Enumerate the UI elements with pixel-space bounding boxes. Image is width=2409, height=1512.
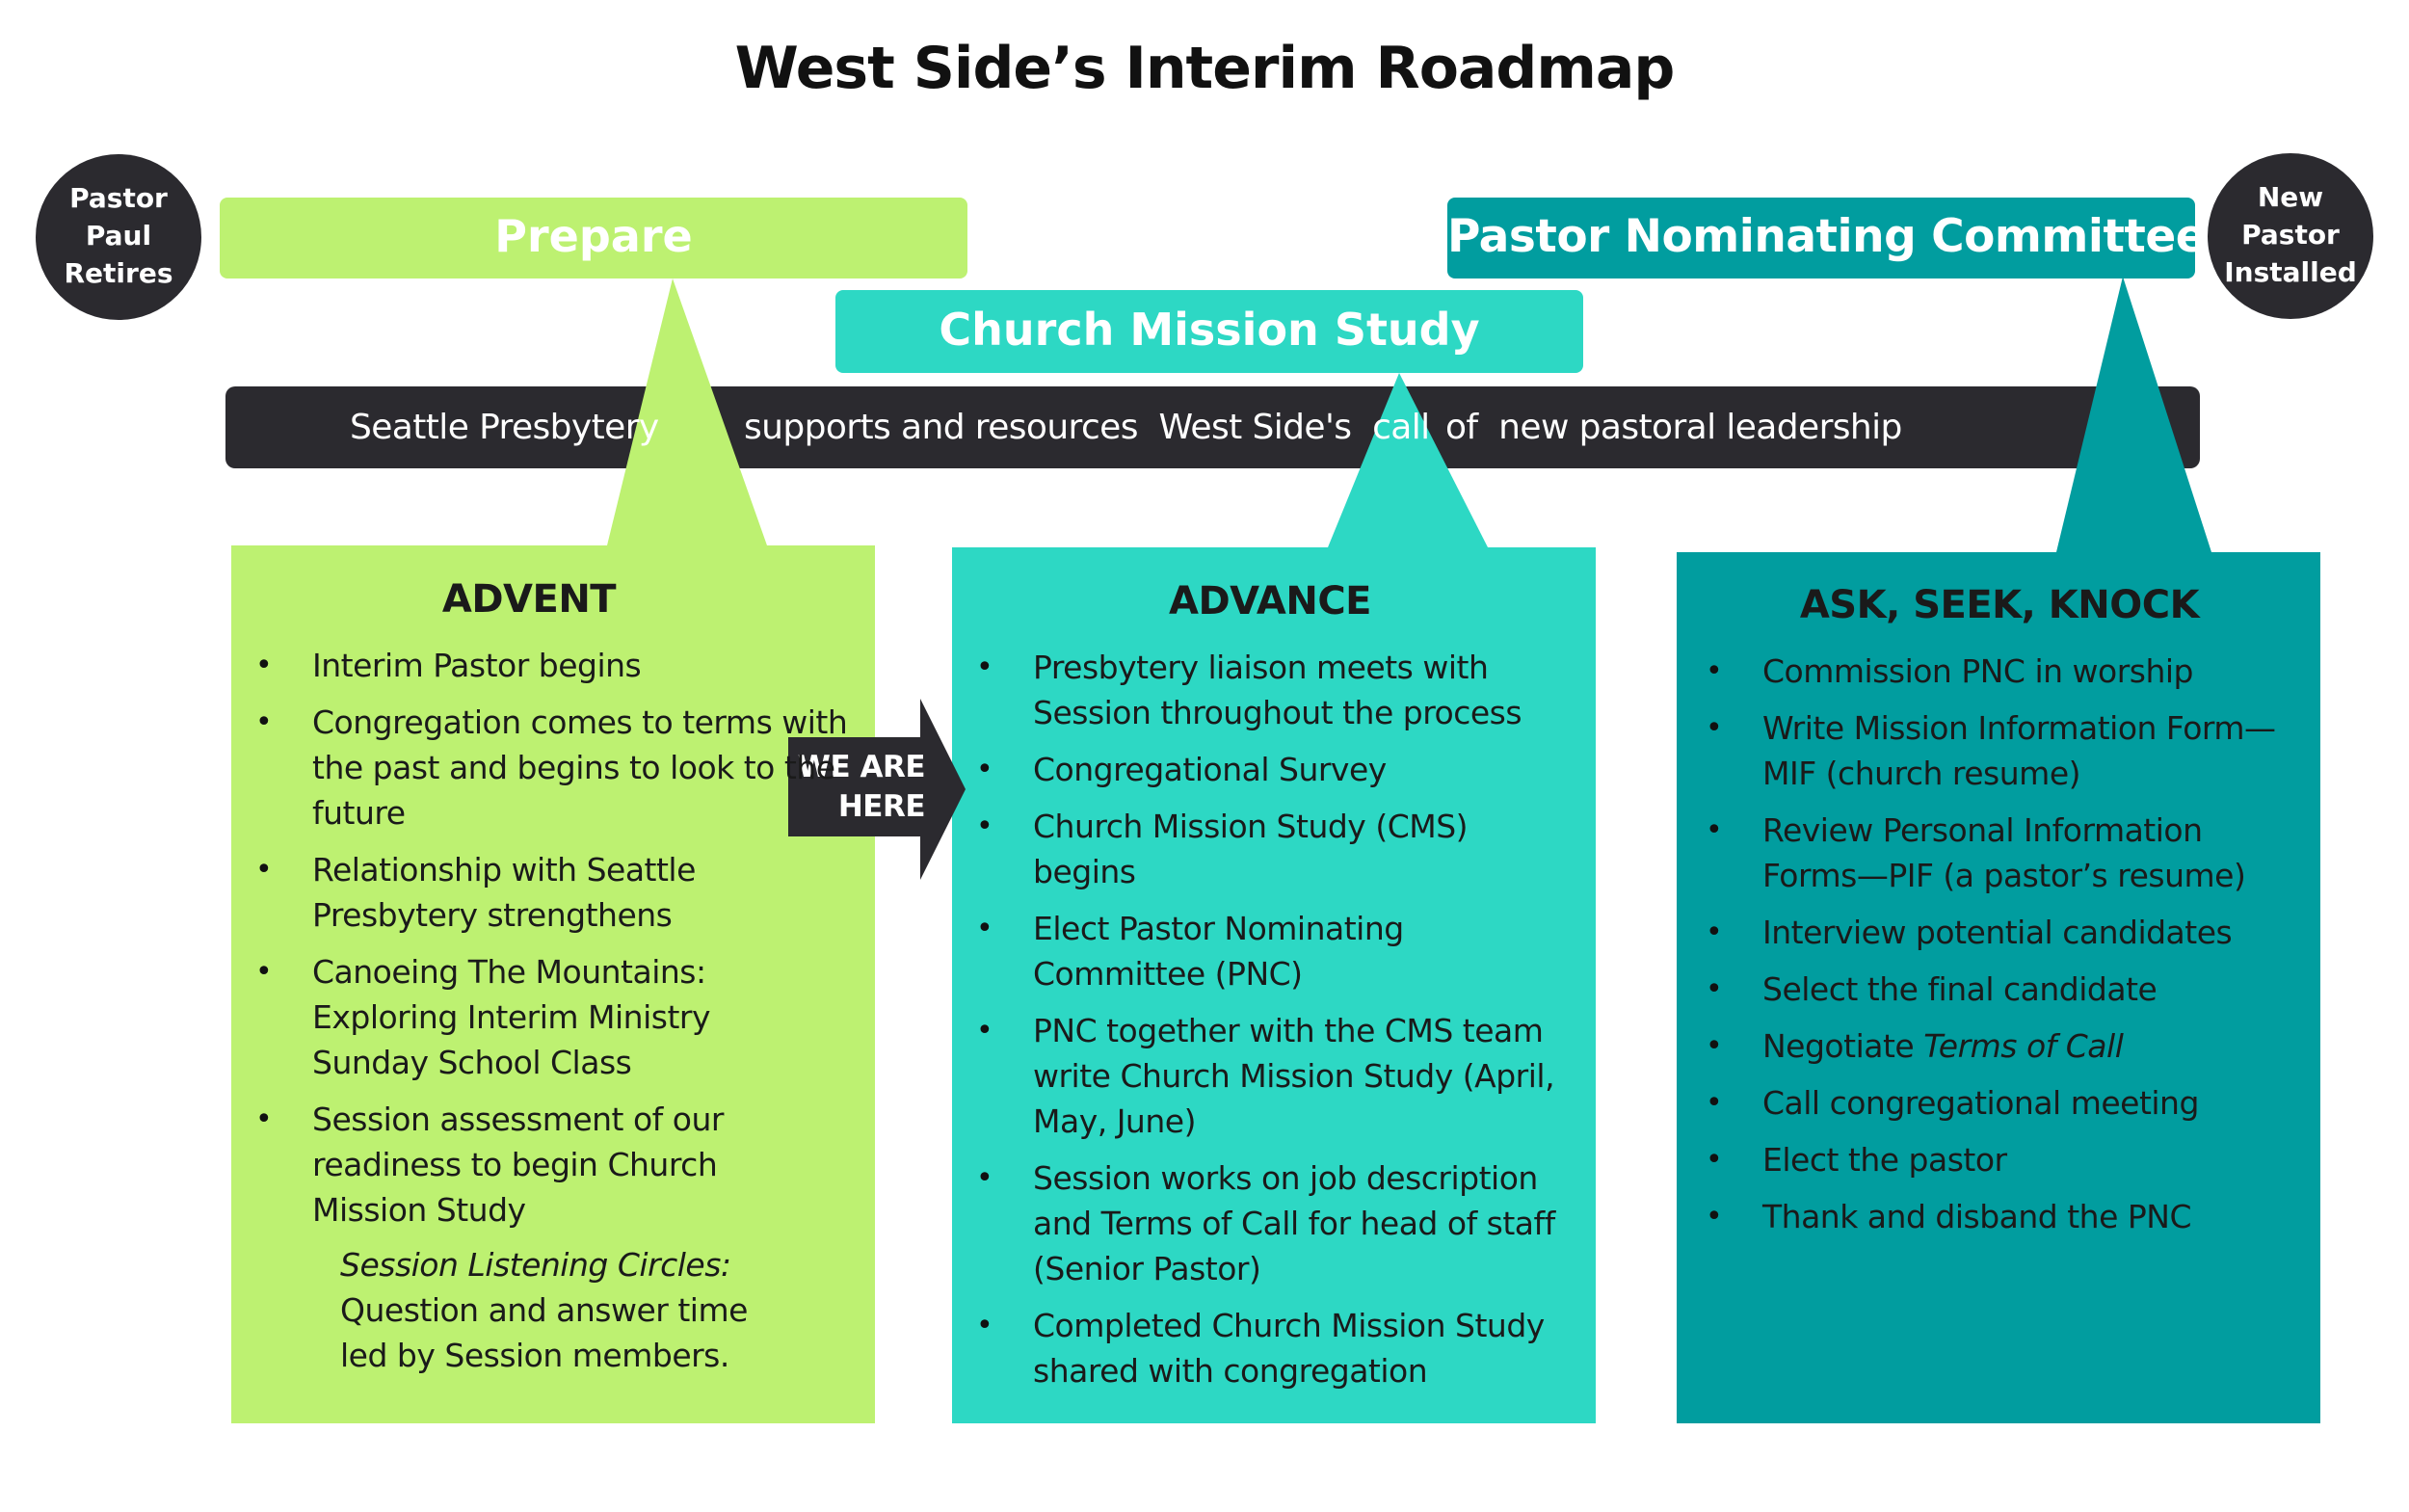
advance-list: Presbytery liaison meets with Session th… — [976, 645, 1574, 1393]
list-item: Interview potential candidates — [1706, 910, 2293, 955]
milestone-end-circle — [2208, 153, 2373, 319]
band-text-2: supports and resources West Side's call — [744, 408, 1430, 447]
cms-label: Church Mission Study — [939, 304, 1480, 356]
advent-list: Interim Pastor begins Congregation comes… — [255, 643, 848, 1233]
pnc-label: Pastor Nominating Committee — [1447, 210, 2207, 263]
list-item: Completed Church Mission Study shared wi… — [976, 1303, 1574, 1393]
milestone-start-label: Pastor Paul Retires — [64, 182, 173, 289]
list-item: Presbytery liaison meets with Session th… — [976, 645, 1574, 735]
list-item: Review Personal Information Forms—PIF (a… — [1706, 808, 2293, 898]
advance-heading: ADVANCE — [1168, 579, 1372, 623]
prepare-bar — [220, 198, 967, 279]
list-item: Commission PNC in worship — [1706, 649, 2293, 694]
list-item: Write Mission Information Form—MIF (chur… — [1706, 705, 2293, 796]
list-item: Session assessment of our readiness to b… — [255, 1097, 795, 1233]
pnc-bar — [1447, 198, 2195, 279]
list-item: Congregational Survey — [976, 747, 1574, 792]
list-item: Church Mission Study (CMS) begins — [976, 804, 1574, 894]
list-item: Elect Pastor Nominating Committee (PNC) — [976, 906, 1574, 996]
milestone-start-circle — [36, 154, 201, 320]
list-item: Relationship with Seattle Presbytery str… — [255, 847, 795, 938]
prepare-pointer — [607, 279, 767, 545]
ask-column: ASK, SEEK, KNOCK Commission PNC in worsh… — [1706, 583, 2293, 1251]
advance-column: ADVANCE Presbytery liaison meets with Se… — [976, 579, 1574, 1405]
band-text-3: of new pastoral leadership — [1445, 408, 1902, 447]
list-item: Canoeing The Mountains: Exploring Interi… — [255, 949, 795, 1085]
list-item: Negotiate Terms of Call — [1706, 1023, 2293, 1069]
cms-pointer — [1328, 373, 1488, 547]
list-item: Thank and disband the PNC — [1706, 1194, 2293, 1239]
pnc-pointer — [2056, 277, 2211, 552]
list-item: Session works on job description and Ter… — [976, 1155, 1574, 1291]
listening-circles-note: Session Listening Circles: Question and … — [340, 1246, 748, 1374]
advent-heading: ADVENT — [441, 577, 617, 622]
ask-heading: ASK, SEEK, KNOCK — [1799, 583, 2200, 627]
prepare-label: Prepare — [494, 210, 693, 262]
cms-bar — [835, 290, 1583, 373]
list-item: Call congregational meeting — [1706, 1080, 2293, 1126]
list-item: Congregation comes to terms with the pas… — [255, 700, 852, 836]
band-text-1: Seattle Presbytery — [350, 408, 659, 447]
advent-column: ADVENT Interim Pastor begins Congregatio… — [255, 577, 848, 1378]
list-item: Elect the pastor — [1706, 1137, 2293, 1182]
list-item: Select the final candidate — [1706, 967, 2293, 1012]
milestone-end-label: New Pastor Installed — [2224, 181, 2357, 288]
page-title: West Side’s Interim Roadmap — [734, 35, 1676, 102]
list-item: PNC together with the CMS team write Chu… — [976, 1008, 1574, 1144]
list-item: Interim Pastor begins — [255, 643, 795, 688]
ask-list: Commission PNC in worship Write Mission … — [1706, 649, 2293, 1239]
